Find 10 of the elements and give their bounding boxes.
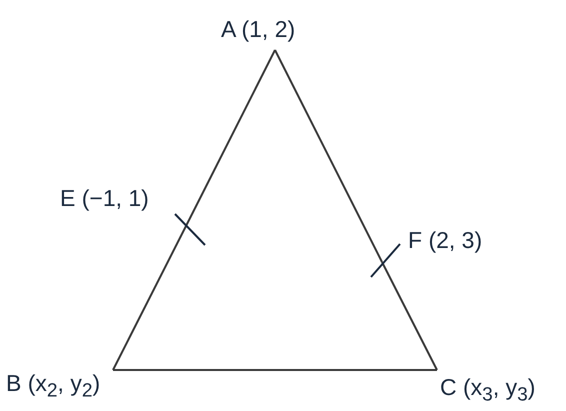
triangle-side [112,226,187,370]
triangle-side [274,50,383,262]
point-label: E (−1, 1) [60,185,149,211]
point-label: C (x$_{3}$, y$_{3}$) [440,374,536,409]
triangle-side [113,369,437,371]
point-label: F (2, 3) [408,227,482,253]
triangle-side [381,262,438,370]
triangle-side [185,50,276,226]
point-label: A (1, 2) [221,16,296,42]
point-label: B (x$_{2}$, y$_{2}$) [6,370,100,405]
